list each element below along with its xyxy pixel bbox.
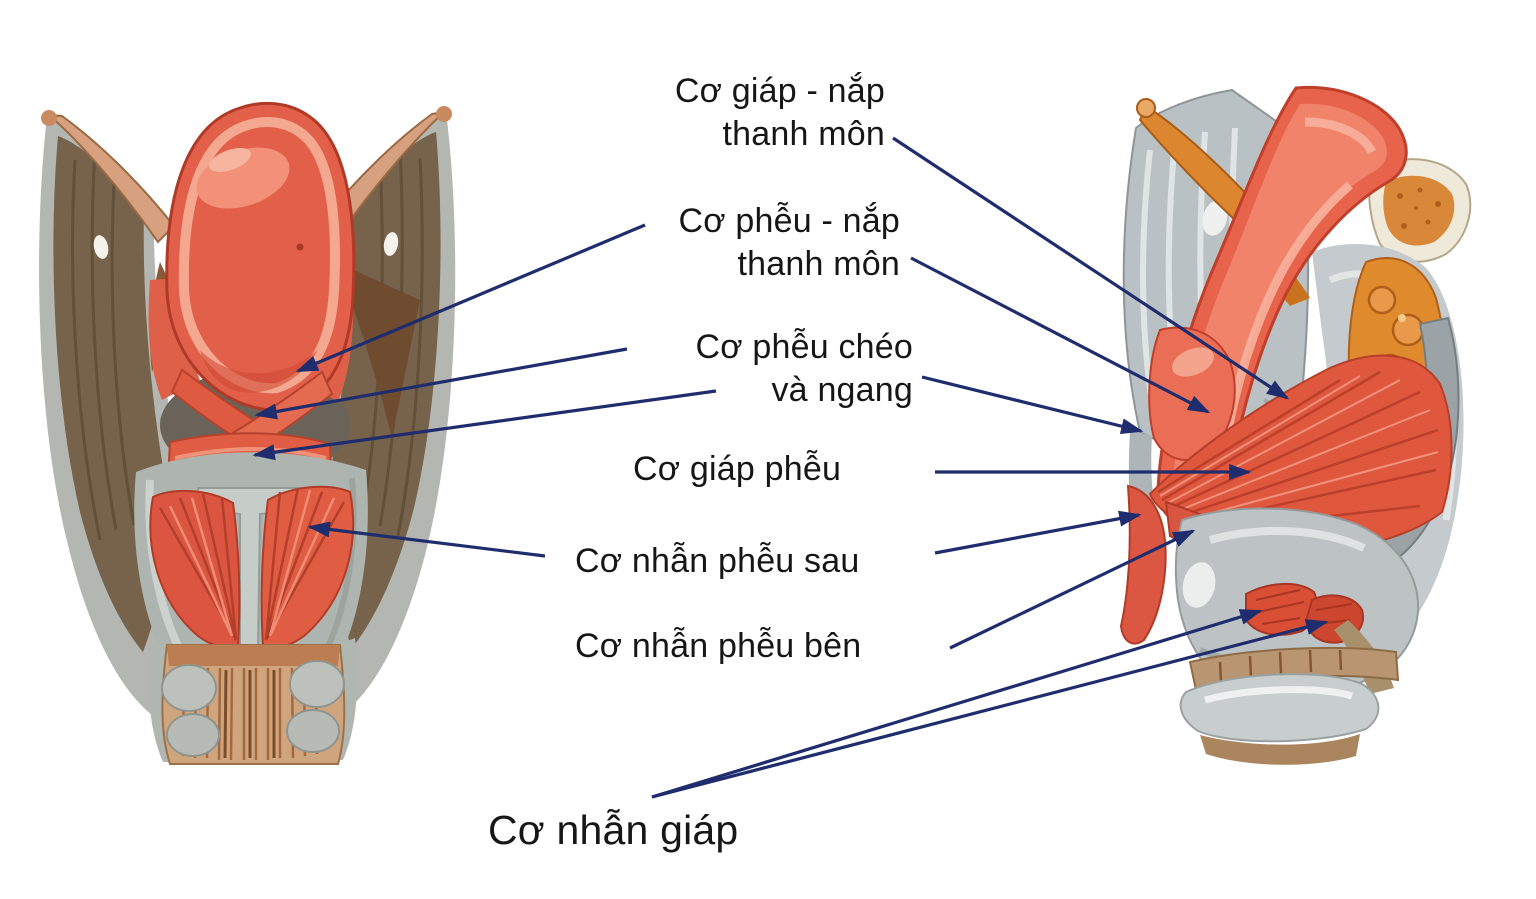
label-co-pheu-cheo-va-ngang: Cơ phễu chéo và ngang xyxy=(695,328,913,409)
annotation-arrow-nhan-giap-to-right-1 xyxy=(651,609,1263,799)
annotation-arrow-giap-nap-to-right xyxy=(892,136,1290,400)
label-co-giap-nap-thanh-mon: Cơ giáp - nắp thanh môn xyxy=(674,72,885,153)
label-co-giap-pheu: Cơ giáp phễu xyxy=(633,450,842,488)
annotation-arrow-nhan-pheu-ben-to-right xyxy=(949,529,1196,650)
label-co-nhan-pheu-ben: Cơ nhẫn phễu bên xyxy=(575,627,862,665)
label-co-nhan-pheu-sau: Cơ nhẫn phễu sau xyxy=(575,542,860,580)
annotation-arrow-pheu-cheo-to-left-1 xyxy=(254,347,628,420)
annotation-arrow-nhan-pheu-sau-to-right xyxy=(934,510,1142,555)
annotation-arrow-pheu-cheo-to-right xyxy=(921,375,1144,435)
posterior-larynx-illustration xyxy=(39,101,456,765)
annotation-arrow-pheu-cheo-to-left-2 xyxy=(252,389,717,461)
label-co-nhan-giap: Cơ nhẫn giáp xyxy=(488,807,739,853)
label-co-pheu-nap-thanh-mon: Cơ phễu - nắp thanh môn xyxy=(678,202,900,283)
annotation-arrow-nhan-pheu-sau-to-left xyxy=(307,521,546,558)
annotation-arrows xyxy=(252,136,1329,799)
annotation-arrow-pheu-nap-to-left xyxy=(295,223,646,373)
annotation-arrow-nhan-giap-to-right-2 xyxy=(651,619,1329,799)
annotation-arrow-pheu-nap-to-right xyxy=(910,256,1211,414)
lateral-larynx-illustration xyxy=(1119,85,1472,765)
